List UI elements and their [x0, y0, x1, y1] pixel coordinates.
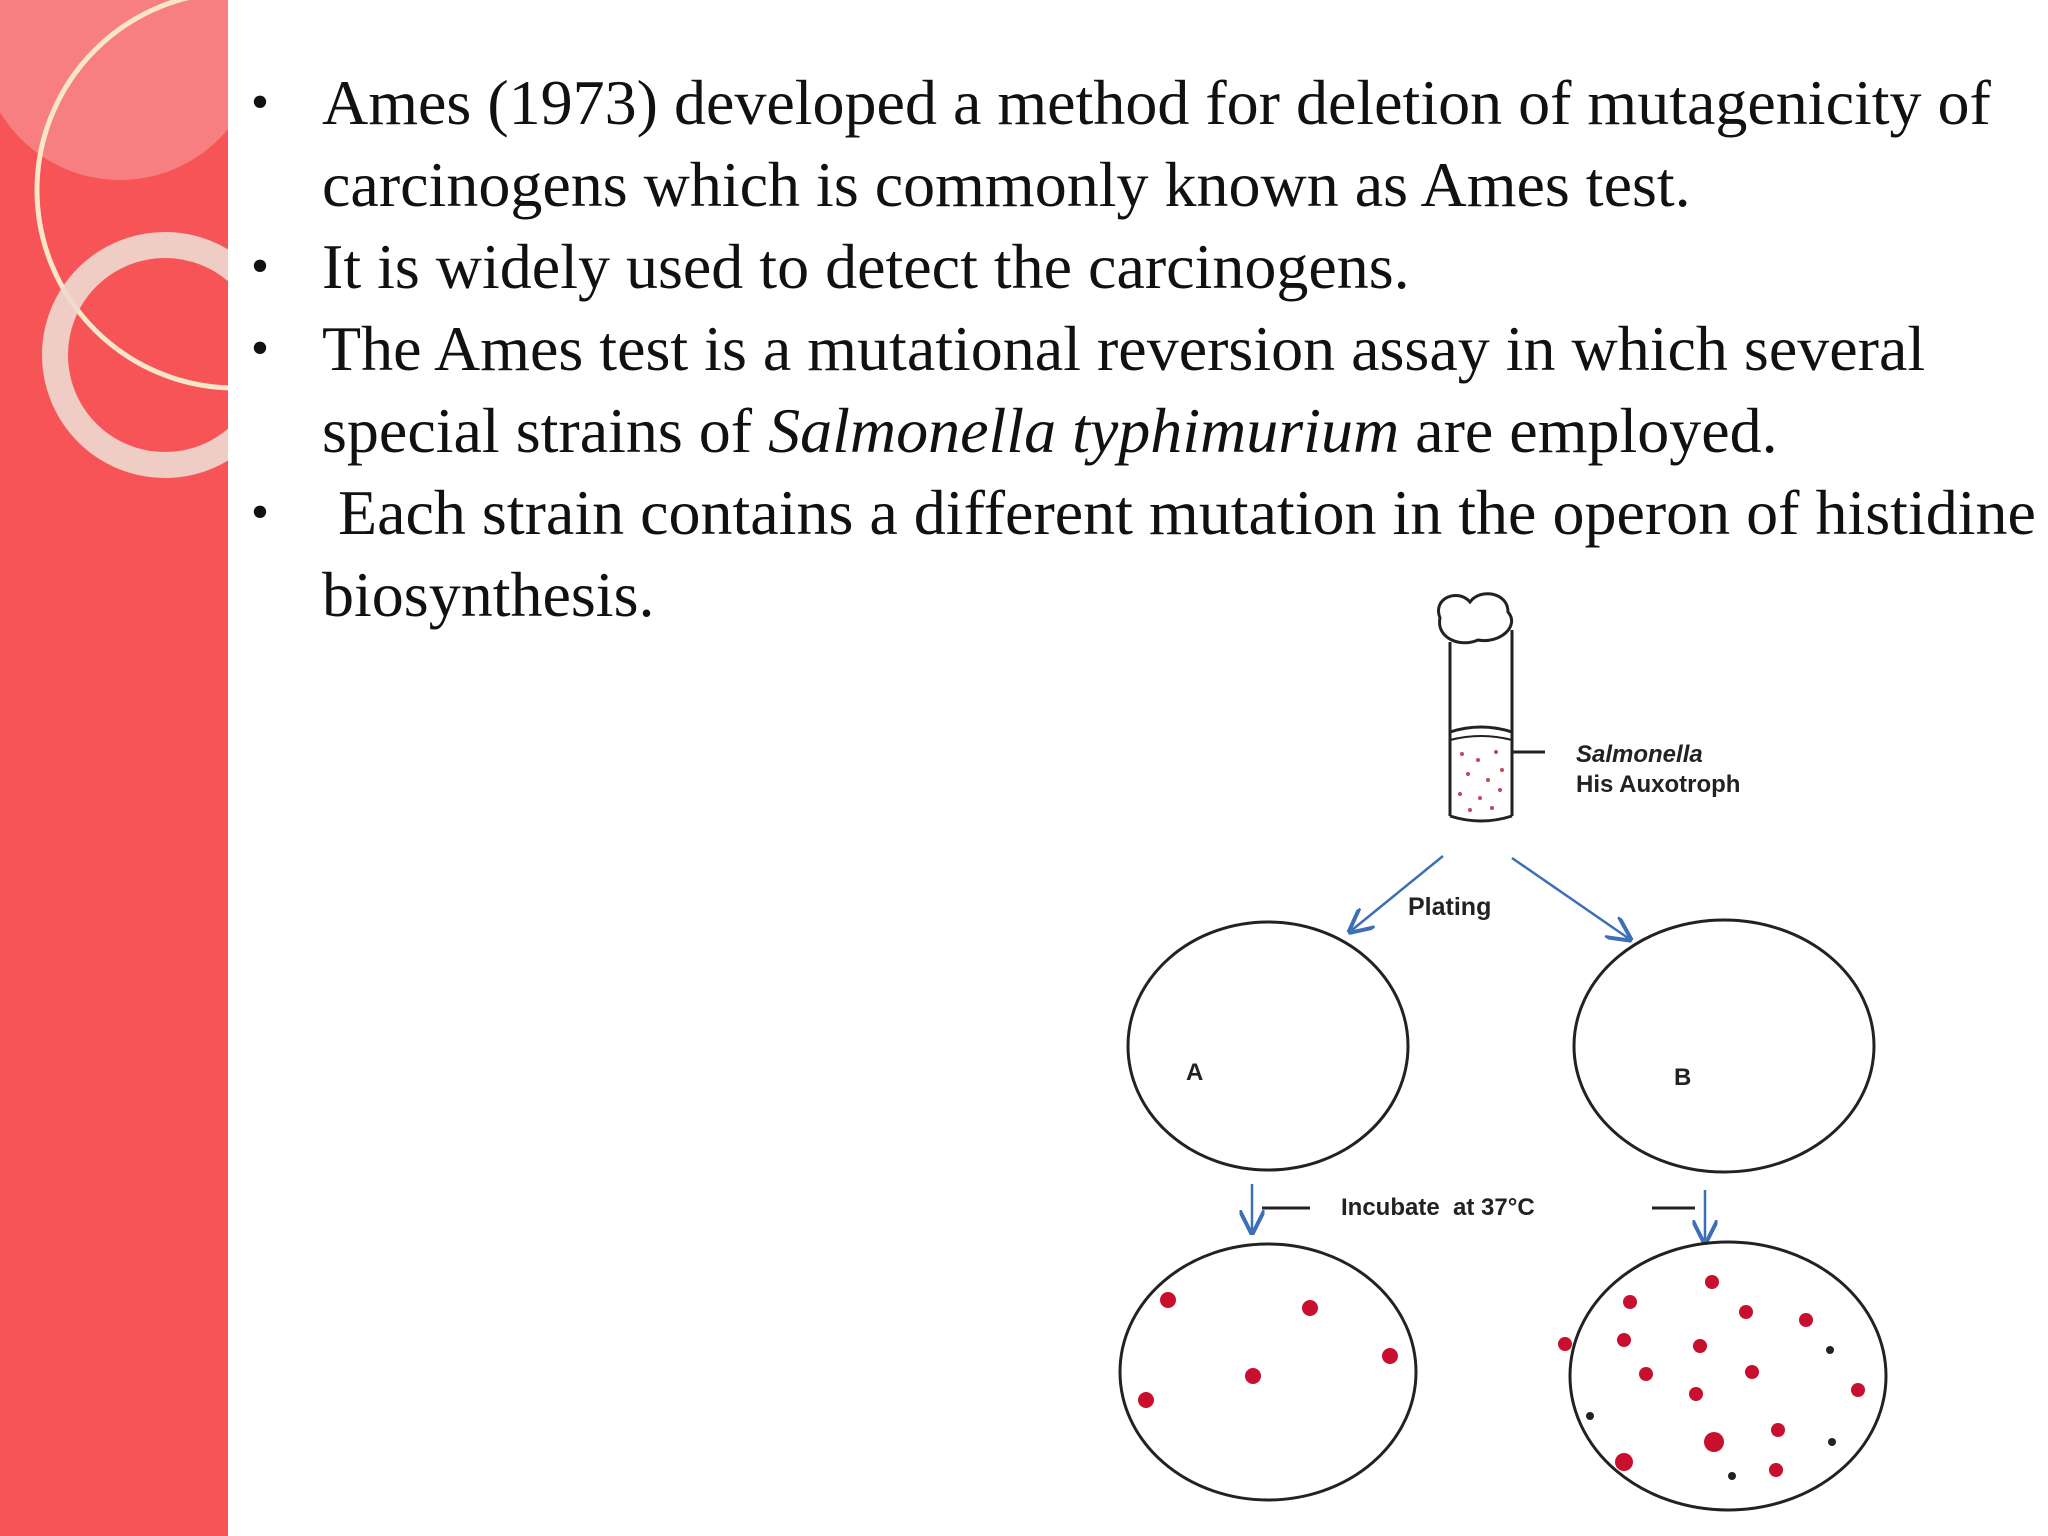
colony [1704, 1432, 1724, 1452]
plate-b [1572, 918, 1876, 1174]
plate-a-colonies [1138, 1292, 1398, 1408]
bullet-marker: • [250, 74, 270, 131]
plating-arrow-right [1511, 856, 1628, 938]
bullet-list: • Ames (1973) developed a method for del… [240, 62, 2040, 636]
species-name: Salmonella typhimurium [768, 395, 1400, 466]
bullet-text: It is widely used to detect the carcinog… [322, 231, 1410, 302]
incubate-label: Incubate at 37°C [1341, 1194, 1535, 1221]
plate-b-small-colonies [1586, 1346, 1836, 1480]
colony [1160, 1292, 1176, 1308]
plate-a [1126, 920, 1410, 1172]
tube-label-species: Salmonella [1576, 741, 1703, 768]
decorative-sidebar [0, 0, 228, 1536]
bullet-item: • It is widely used to detect the carcin… [240, 226, 2040, 308]
colony [1138, 1392, 1154, 1408]
plating-arrow-left [1352, 855, 1444, 930]
colony [1617, 1333, 1631, 1347]
colony [1705, 1275, 1719, 1289]
bullet-item: • Each strain contains a different mutat… [240, 472, 2040, 636]
bullet-marker: • [250, 484, 270, 541]
colony [1382, 1348, 1398, 1364]
ames-test-diagram: Salmonella His Auxotroph Plating A B Inc… [1118, 592, 1888, 1512]
colony [1558, 1337, 1572, 1351]
colony [1728, 1472, 1736, 1480]
decorative-rings [0, 0, 228, 478]
bullet-marker: • [250, 320, 270, 377]
colony [1739, 1305, 1753, 1319]
colony [1799, 1313, 1813, 1327]
bullet-marker: • [250, 238, 270, 295]
colony [1615, 1453, 1633, 1471]
plate-a-label: A [1186, 1059, 1203, 1086]
colony [1693, 1339, 1707, 1353]
bullet-item: • The Ames test is a mutational reversio… [240, 308, 2040, 472]
bullet-text-post: are employed. [1399, 395, 1778, 466]
colony [1689, 1387, 1703, 1401]
colony [1302, 1300, 1318, 1316]
bullet-text: Ames (1973) developed a method for delet… [322, 67, 1991, 220]
colony [1851, 1383, 1865, 1397]
colony [1639, 1367, 1653, 1381]
colony [1826, 1346, 1834, 1354]
colony [1245, 1368, 1261, 1384]
test-tube [1437, 592, 1514, 823]
colony [1828, 1438, 1836, 1446]
bullet-text: Each strain contains a different mutatio… [322, 477, 2036, 630]
plate-b-colonies [1558, 1275, 1865, 1477]
plating-label: Plating [1408, 893, 1491, 921]
tube-label-auxotroph: His Auxotroph [1576, 771, 1740, 798]
colony [1623, 1295, 1637, 1309]
colony [1586, 1412, 1594, 1420]
plate-b-label: B [1674, 1064, 1691, 1091]
colony [1769, 1463, 1783, 1477]
plate-b-incubated [1568, 1240, 1888, 1512]
colony [1745, 1365, 1759, 1379]
bullet-item: • Ames (1973) developed a method for del… [240, 62, 2040, 226]
colony [1771, 1423, 1785, 1437]
bullet-text-pre: The Ames test is a mutational reversion … [322, 313, 1926, 466]
plate-a-incubated [1118, 1242, 1418, 1502]
